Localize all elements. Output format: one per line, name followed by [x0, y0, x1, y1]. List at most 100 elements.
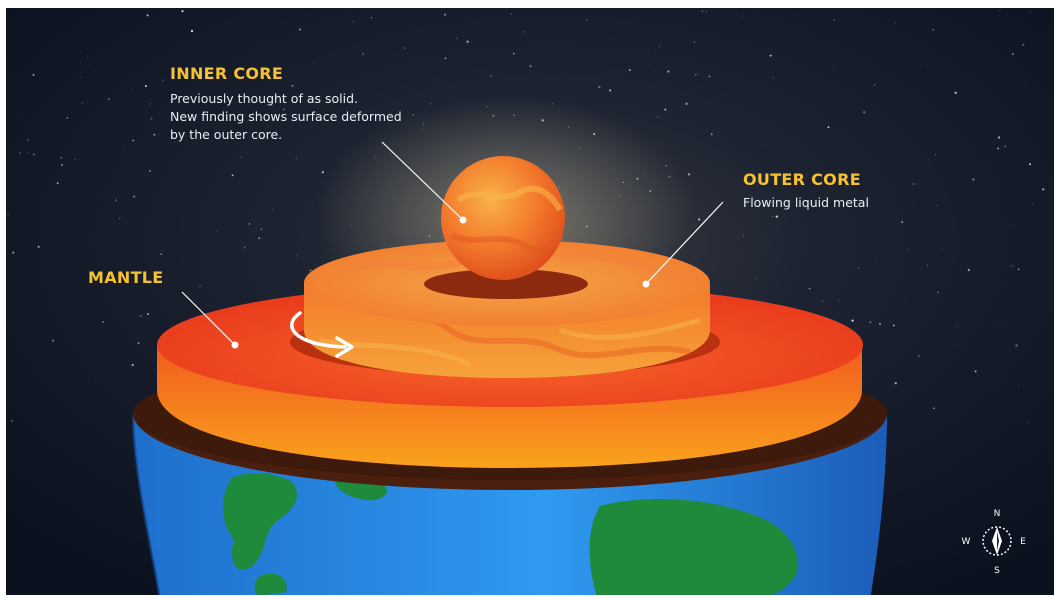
star: [132, 195, 136, 198]
star: [74, 158, 76, 160]
star: [927, 264, 929, 266]
star: [352, 21, 354, 22]
star: [879, 322, 881, 325]
star: [81, 102, 83, 104]
star: [749, 292, 751, 294]
inner-core-label: INNER CORE Previously thought of as soli…: [170, 64, 402, 144]
star: [181, 10, 184, 13]
star: [694, 73, 697, 76]
globe-rim-left: [131, 414, 162, 599]
star: [1029, 11, 1031, 13]
star: [1027, 422, 1029, 424]
star: [260, 228, 263, 231]
mantle-leader-line: [181, 291, 236, 346]
star: [974, 370, 977, 373]
star: [901, 221, 904, 224]
inner-core-swirl-1: [456, 185, 563, 212]
star: [252, 112, 254, 115]
inner-core-desc-line-1: Previously thought of as solid.: [170, 91, 358, 106]
outer-core-desc-line-1: Flowing liquid metal: [743, 195, 869, 210]
inner-core-title: INNER CORE: [170, 64, 284, 83]
star: [296, 255, 297, 257]
star: [60, 157, 62, 159]
star: [523, 31, 525, 33]
star: [1022, 129, 1024, 131]
star: [743, 234, 744, 236]
star: [598, 85, 601, 88]
star: [933, 407, 935, 409]
star: [845, 182, 847, 184]
outer-core-flow-highlight: [319, 317, 701, 368]
star: [183, 25, 185, 27]
star: [664, 108, 667, 111]
star: [690, 12, 692, 14]
star: [199, 285, 201, 287]
star: [838, 300, 840, 302]
star: [243, 246, 246, 249]
star: [832, 66, 834, 68]
star: [851, 319, 854, 322]
star: [370, 17, 372, 19]
star: [1015, 344, 1018, 347]
outer-core-pointer-dot: [642, 280, 650, 288]
star: [119, 217, 121, 220]
star: [404, 47, 406, 49]
compass-south-label: S: [994, 566, 1000, 576]
star: [863, 111, 866, 114]
star: [688, 173, 690, 176]
outer-core-swirl: [338, 252, 692, 284]
star: [309, 269, 312, 271]
star: [1042, 188, 1045, 191]
star: [936, 204, 938, 207]
star: [1012, 53, 1014, 55]
star: [466, 40, 469, 43]
compass-east-label: E: [1020, 537, 1026, 547]
star: [857, 267, 860, 269]
star: [972, 178, 975, 181]
star: [137, 341, 140, 345]
star: [19, 151, 22, 154]
star: [258, 237, 261, 240]
star: [361, 53, 364, 55]
land-mass-island: [254, 573, 287, 596]
star: [61, 164, 63, 166]
star: [169, 260, 171, 262]
star: [1011, 265, 1013, 267]
star: [1029, 163, 1031, 166]
compass-north-label: N: [994, 509, 1001, 519]
star: [272, 208, 274, 210]
star: [153, 133, 156, 136]
star: [697, 218, 701, 221]
star: [827, 126, 830, 129]
star: [609, 89, 612, 92]
star: [92, 69, 94, 71]
star: [240, 156, 242, 158]
star: [941, 248, 942, 250]
star: [693, 41, 696, 43]
star: [932, 28, 935, 31]
rotation-arrow-icon: [290, 311, 354, 358]
star: [937, 291, 939, 293]
star: [1017, 268, 1020, 271]
star: [769, 54, 772, 57]
star: [102, 320, 104, 323]
star: [657, 116, 659, 118]
star: [956, 325, 958, 327]
inner-core-leader-line: [381, 141, 464, 221]
star: [21, 112, 23, 114]
star: [999, 10, 1001, 12]
star: [710, 133, 713, 136]
star: [654, 69, 656, 71]
outer-core-title: OUTER CORE: [743, 170, 861, 189]
star: [808, 287, 811, 290]
star: [907, 248, 909, 250]
star: [954, 91, 957, 94]
star: [1022, 43, 1025, 46]
star: [107, 98, 110, 101]
star: [1009, 225, 1011, 227]
star: [147, 313, 149, 315]
star: [149, 103, 151, 105]
star: [313, 61, 315, 63]
star: [869, 321, 872, 323]
